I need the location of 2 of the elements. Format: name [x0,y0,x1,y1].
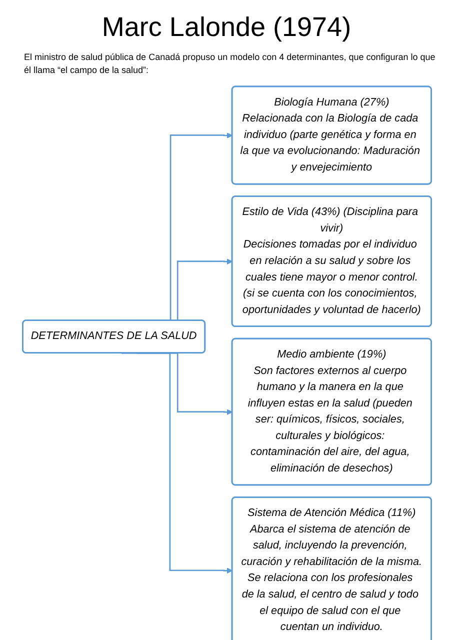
title: Marc Lalonde (1974) [102,12,352,43]
intro-text: El ministro de salud pública de Canadá propuso un modelo con 4 determinantes, que configuran lo que él llama “el campo de la salud”: [24,51,436,78]
